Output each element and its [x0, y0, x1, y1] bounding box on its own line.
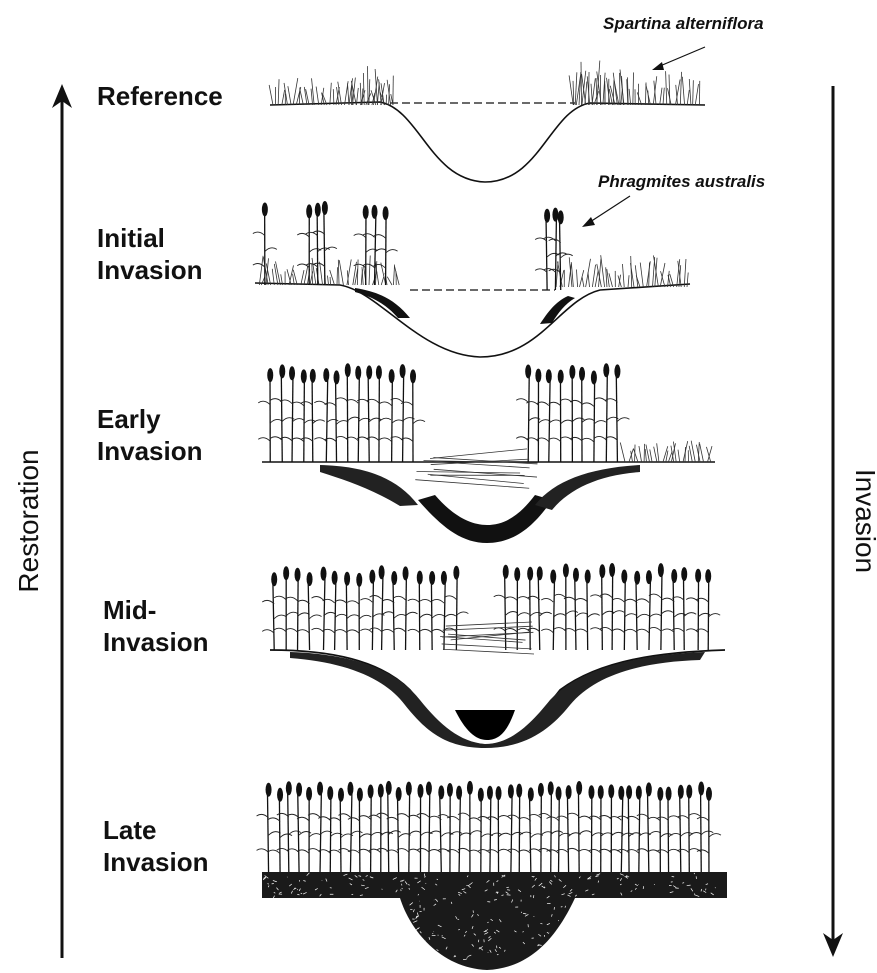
stage-label-mid: Mid- Invasion — [103, 594, 208, 658]
spartina-grass-left — [269, 66, 393, 105]
mid-grasses — [262, 563, 720, 654]
stage-label-reference: Reference — [97, 80, 223, 112]
stage-label-late: Late Invasion — [103, 814, 208, 878]
early-invasion-cross-section — [258, 363, 715, 543]
mid-invasion-cross-section — [262, 563, 725, 748]
late-invasion-cross-section — [257, 781, 727, 970]
stage-label-early: Early Invasion — [97, 403, 202, 467]
initial-grasses — [253, 201, 688, 290]
late-grasses — [257, 781, 721, 872]
restoration-label: Restoration — [13, 441, 45, 601]
phragmites-label: Phragmites australis — [598, 172, 765, 192]
phragmites-pointer — [582, 196, 630, 227]
initial-invasion-cross-section — [253, 201, 690, 357]
invasion-arrow — [823, 86, 843, 957]
spartina-pointer — [652, 47, 705, 70]
reference-cross-section — [269, 61, 705, 182]
stage-label-initial: Initial Invasion — [97, 222, 202, 286]
spartina-grass-right — [569, 61, 700, 105]
invasion-label: Invasion — [849, 466, 877, 576]
restoration-arrow — [52, 84, 72, 958]
spartina-label: Spartina alterniflora — [603, 14, 764, 34]
